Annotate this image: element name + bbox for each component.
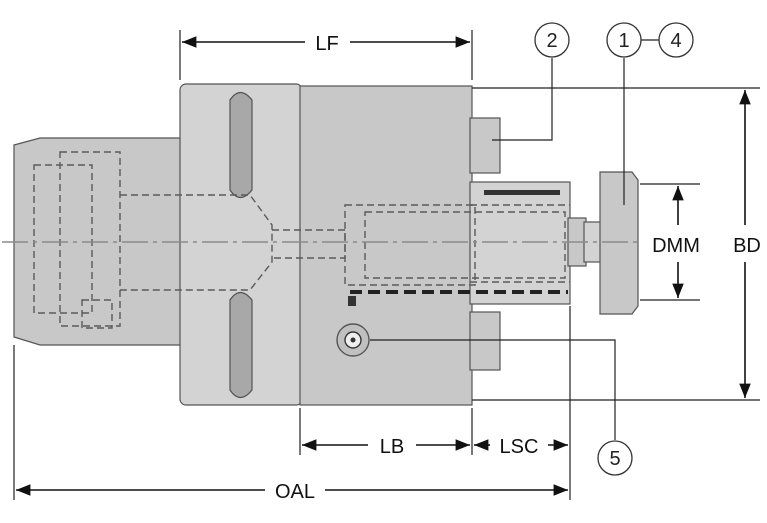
drive-key-bottom [469, 311, 501, 371]
wrench-slots [229, 91, 253, 399]
label-lb: LB [380, 436, 404, 458]
callout-4-number: 4 [670, 30, 681, 52]
end-cap [599, 171, 639, 315]
callout-5-number: 5 [609, 448, 620, 470]
part-body [13, 83, 639, 406]
dimension-lb: LB [302, 436, 470, 458]
label-oal: OAL [275, 481, 315, 503]
wrench-slot-bottom [229, 291, 253, 399]
label-lf: LF [315, 33, 338, 55]
wrench-slot-top [229, 91, 253, 199]
dimension-dmm: DMM [652, 186, 700, 298]
callout-5: 5 [370, 339, 633, 476]
dimension-lsc: LSC [474, 436, 568, 458]
dimension-lf: LF [182, 33, 470, 55]
dimension-oal: OAL [15, 481, 568, 503]
coolant-screw [336, 323, 370, 357]
extension-lines [13, 30, 760, 500]
callout-2-number: 2 [546, 30, 557, 52]
drive-key-top [469, 117, 501, 174]
label-dmm: DMM [652, 235, 700, 257]
hidden-features [33, 151, 570, 329]
callout-1-number: 1 [618, 30, 629, 52]
label-lsc: LSC [500, 436, 539, 458]
sleeve-flat-top [484, 190, 560, 195]
dimension-bd: BD [733, 90, 761, 398]
callout-2: 2 [492, 22, 570, 141]
callout-1-4: 1 4 [606, 22, 694, 205]
main-body [299, 85, 473, 406]
label-bd: BD [733, 235, 761, 257]
small-slot [348, 296, 356, 306]
adapter-sleeve [469, 181, 571, 305]
